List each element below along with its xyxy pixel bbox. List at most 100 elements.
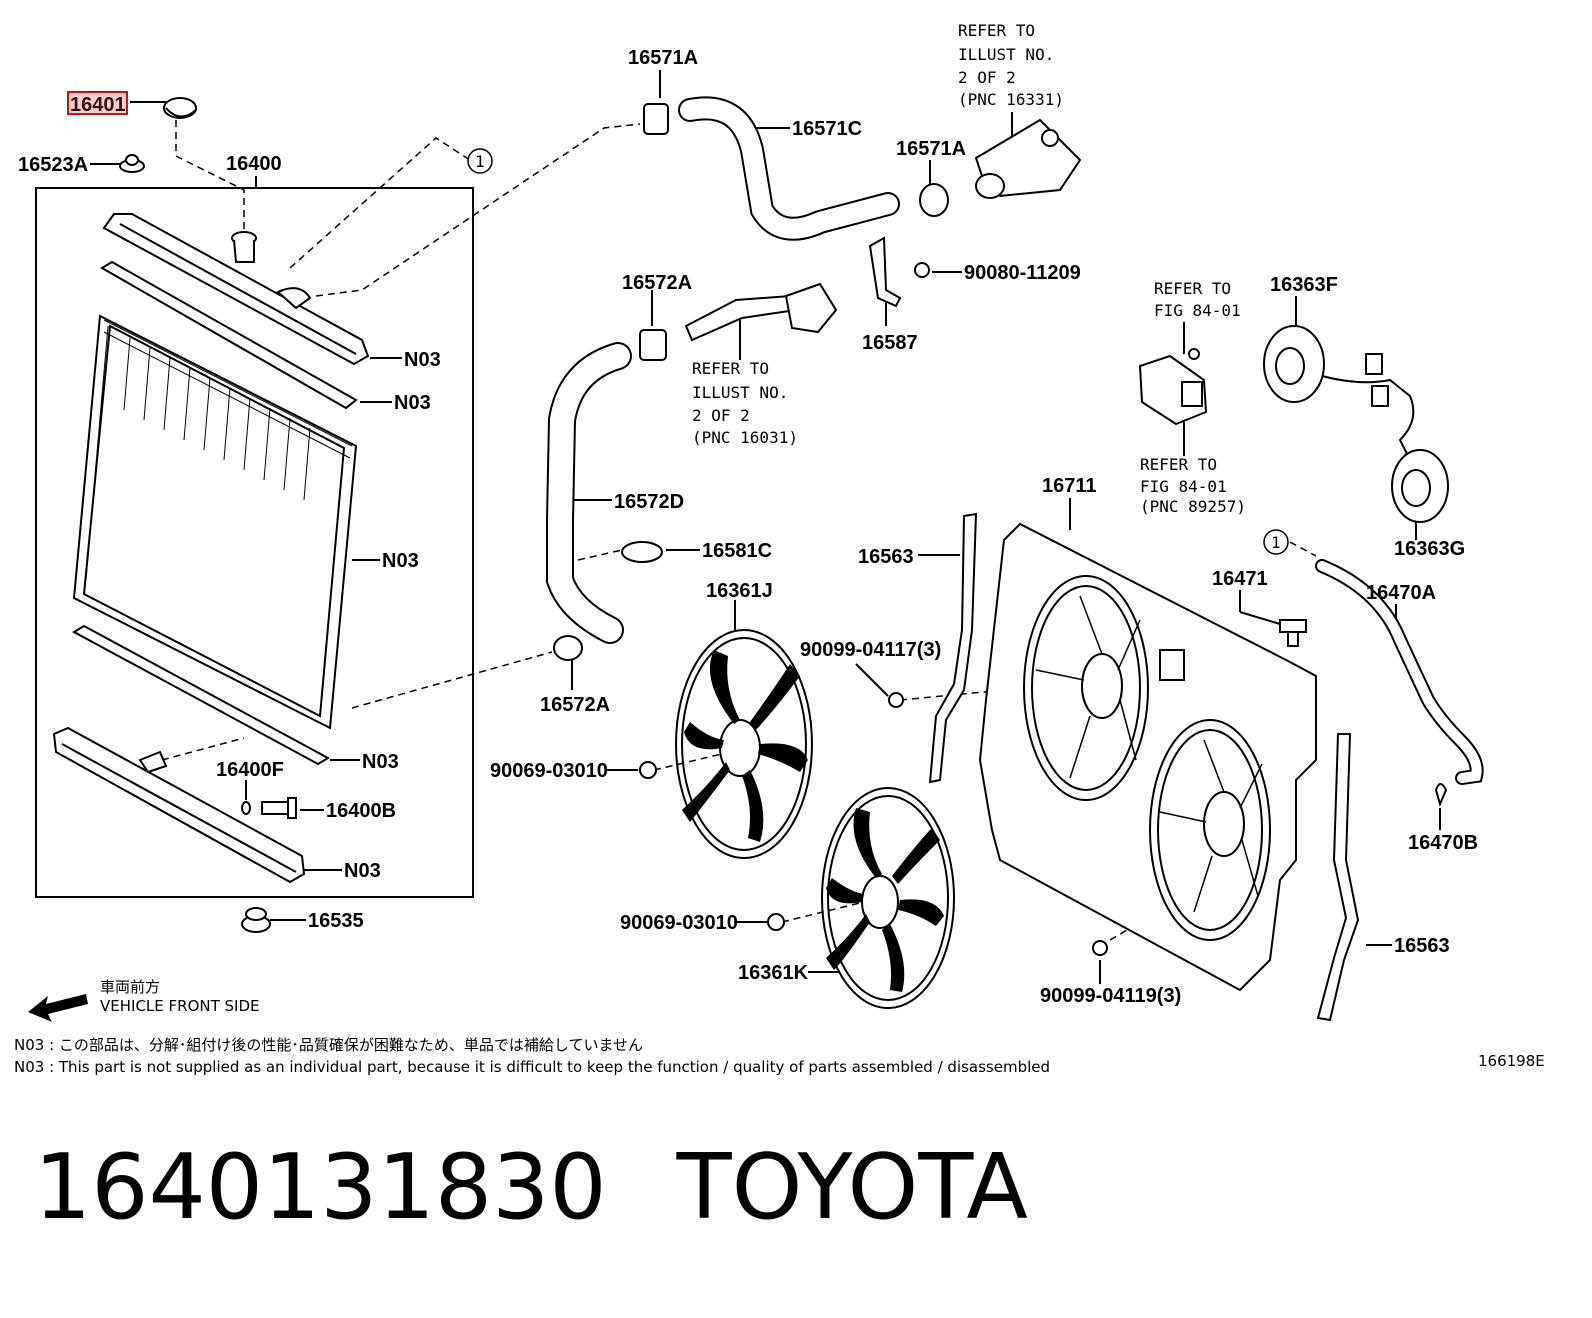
label-90080-11209: 90080-11209 [964, 262, 1081, 284]
label-16400: 16400 [226, 153, 282, 175]
nut-90069-a [639, 761, 657, 779]
clamp-16572a-top [639, 329, 667, 361]
lower-tank [52, 726, 306, 884]
label-16563-top: 16563 [858, 546, 914, 568]
circle-marker-1b [1263, 529, 1289, 555]
clip-16470b [1434, 783, 1448, 807]
fan-16361k-blades [826, 808, 944, 992]
upper-gasket [100, 260, 358, 410]
label-n03-4: N03 [362, 751, 399, 773]
svg-text:FIG 84-01: FIG 84-01 [1154, 301, 1241, 320]
fan-16361k [821, 787, 955, 1009]
label-16535: 16535 [308, 910, 364, 932]
water-outlet [974, 118, 1082, 199]
shroud-spokes [1035, 595, 1263, 913]
label-90099-04117: 90099-04117(3) [800, 639, 941, 661]
label-16471: 16471 [1212, 568, 1268, 590]
clamp-16571a-right [919, 183, 949, 217]
svg-text:ILLUST NO.: ILLUST NO. [958, 45, 1054, 64]
footer: 1640131830 TOYOTA [34, 1138, 1098, 1238]
label-16563-bottom: 16563 [1394, 935, 1450, 957]
circle-marker-1a [467, 148, 493, 174]
bolt-90099-04119 [1092, 940, 1108, 956]
svg-text:REFER TO: REFER TO [1140, 455, 1217, 474]
label-16571c: 16571C [792, 118, 862, 140]
water-inlet [684, 282, 838, 342]
note-en: N03 : This part is not supplied as an in… [14, 1058, 1051, 1076]
ref-fig-84-01-bottom: REFER TO FIG 84-01 (PNC 89257) [1140, 455, 1246, 516]
seal-16563-top [928, 512, 978, 784]
label-16401: 16401 [70, 94, 126, 116]
label-16581c: 16581C [702, 540, 772, 562]
radiator-fins [85, 319, 353, 581]
clamp-16571a-top [643, 103, 669, 135]
circle-1b-label: 1 [1271, 533, 1281, 552]
cushion-16535 [241, 907, 271, 933]
clamp-16581c [621, 541, 663, 563]
figure-code: 166198E [1478, 1052, 1545, 1070]
label-16363g: 16363G [1394, 538, 1465, 560]
label-16361j: 16361J [706, 580, 773, 602]
label-n03-2: N03 [394, 392, 431, 414]
ref-fig-84-01-top: REFER TO FIG 84-01 [1154, 279, 1241, 320]
svg-text:2 OF 2: 2 OF 2 [958, 68, 1016, 87]
circle-1a-label: 1 [475, 152, 485, 171]
svg-text:REFER TO: REFER TO [1154, 279, 1231, 298]
fan-16361j [675, 629, 813, 859]
clip-16523a [119, 154, 145, 173]
fan-shroud [978, 522, 1317, 992]
radiator-cap [163, 97, 197, 119]
brand: TOYOTA [676, 1135, 1028, 1240]
fan-motor-16363f [1263, 325, 1415, 461]
seal-16563-bottom [1316, 733, 1360, 1022]
label-16572a-top: 16572A [622, 272, 692, 294]
label-16587: 16587 [862, 332, 918, 354]
upper-tank [102, 213, 370, 366]
direction-en: VEHICLE FRONT SIDE [100, 997, 260, 1015]
drain-plug [241, 797, 297, 819]
svg-text:(PNC 16031): (PNC 16031) [692, 428, 798, 447]
bracket-16587 [868, 236, 902, 308]
svg-text:(PNC 89257): (PNC 89257) [1140, 497, 1246, 516]
part-number: 1640131830 [34, 1135, 607, 1240]
label-16363f: 16363F [1270, 274, 1338, 296]
label-90069-03010-a: 90069-03010 [490, 760, 608, 782]
direction-jp: 車両前方 [100, 978, 161, 996]
svg-text:2 OF 2: 2 OF 2 [692, 406, 750, 425]
nut-90069-b [767, 913, 785, 931]
fan-motor-16363g [1391, 449, 1449, 523]
label-16572a-bottom: 16572A [540, 694, 610, 716]
label-16470a: 16470A [1366, 582, 1436, 604]
label-16361k: 16361K [738, 962, 809, 984]
svg-text:ILLUST NO.: ILLUST NO. [692, 383, 788, 402]
clamp-16572a-bottom [553, 635, 583, 661]
ref-illust-16031: REFER TO ILLUST NO. 2 OF 2 (PNC 16031) [692, 359, 798, 447]
connector-16471 [1279, 619, 1307, 647]
lower-gasket [71, 624, 331, 766]
label-16400f: 16400F [216, 759, 284, 781]
fan-controller [1138, 348, 1208, 426]
fan-16361j-blades [682, 650, 808, 842]
label-n03-5: N03 [344, 860, 381, 882]
label-16571a-top: 16571A [628, 47, 698, 69]
radiator-core [72, 314, 358, 730]
label-16572d: 16572D [614, 491, 684, 513]
front-arrow [28, 994, 88, 1022]
label-16470b: 16470B [1408, 832, 1478, 854]
label-90099-04119: 90099-04119(3) [1040, 985, 1181, 1007]
svg-text:(PNC 16331): (PNC 16331) [958, 90, 1064, 109]
svg-text:REFER TO: REFER TO [958, 21, 1035, 40]
label-n03-3: N03 [382, 550, 419, 572]
label-16711: 16711 [1042, 475, 1097, 497]
label-16571a-right: 16571A [896, 138, 966, 160]
bolt-90080 [914, 262, 930, 278]
label-16400b: 16400B [326, 800, 396, 822]
svg-text:REFER TO: REFER TO [692, 359, 769, 378]
bolt-90099-04117 [888, 692, 904, 708]
label-16523a: 16523A [18, 154, 88, 176]
label-n03-1: N03 [404, 349, 441, 371]
svg-text:FIG 84-01: FIG 84-01 [1140, 477, 1227, 496]
ref-illust-16331: REFER TO ILLUST NO. 2 OF 2 (PNC 16331) [958, 21, 1064, 109]
label-90069-03010-b: 90069-03010 [620, 912, 738, 934]
